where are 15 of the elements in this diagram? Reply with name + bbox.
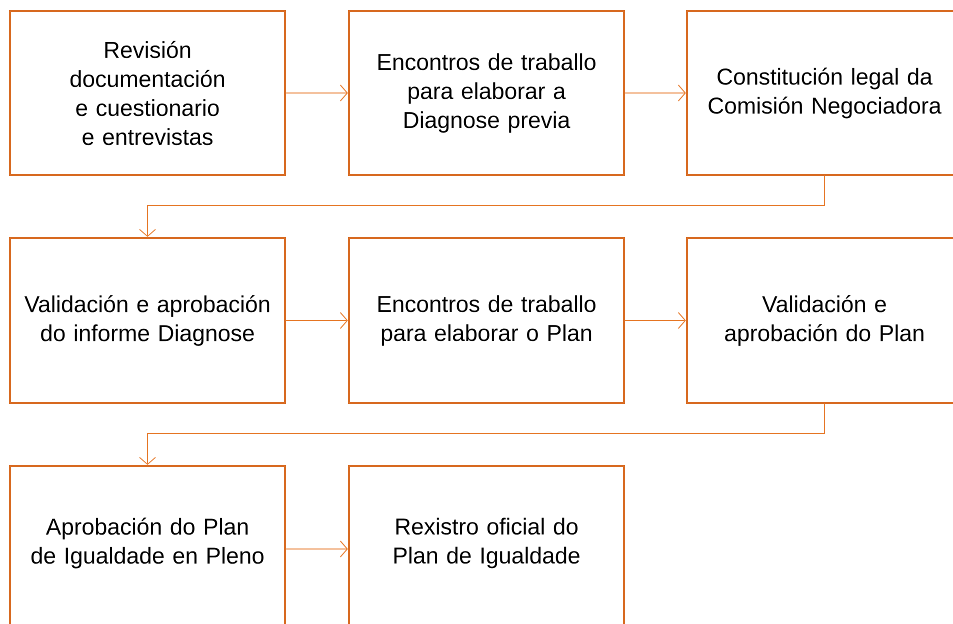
process-box: Revisión documentación e cuestionario e entrevistas xyxy=(9,10,286,176)
arrow xyxy=(286,84,348,102)
arrow xyxy=(139,176,825,237)
arrow xyxy=(286,312,348,329)
arrow xyxy=(624,84,686,102)
process-box: Constitución legal da Comisión Negociadora xyxy=(686,10,953,176)
process-box: Aprobación do Plan de Igualdade en Pleno xyxy=(9,465,286,624)
arrow xyxy=(624,312,686,329)
process-box: Encontros de traballo para elaborar o Plan xyxy=(348,237,625,404)
arrow xyxy=(286,540,348,558)
process-box: Validación e aprobación do Plan xyxy=(686,237,953,404)
process-box: Validación e aprobación do informe Diagnose xyxy=(9,237,286,404)
process-box: Encontros de traballo para elaborar a Diagnose previa xyxy=(348,10,625,176)
process-box: Rexistro oficial do Plan de Igualdade xyxy=(348,465,625,624)
arrow xyxy=(139,404,825,465)
